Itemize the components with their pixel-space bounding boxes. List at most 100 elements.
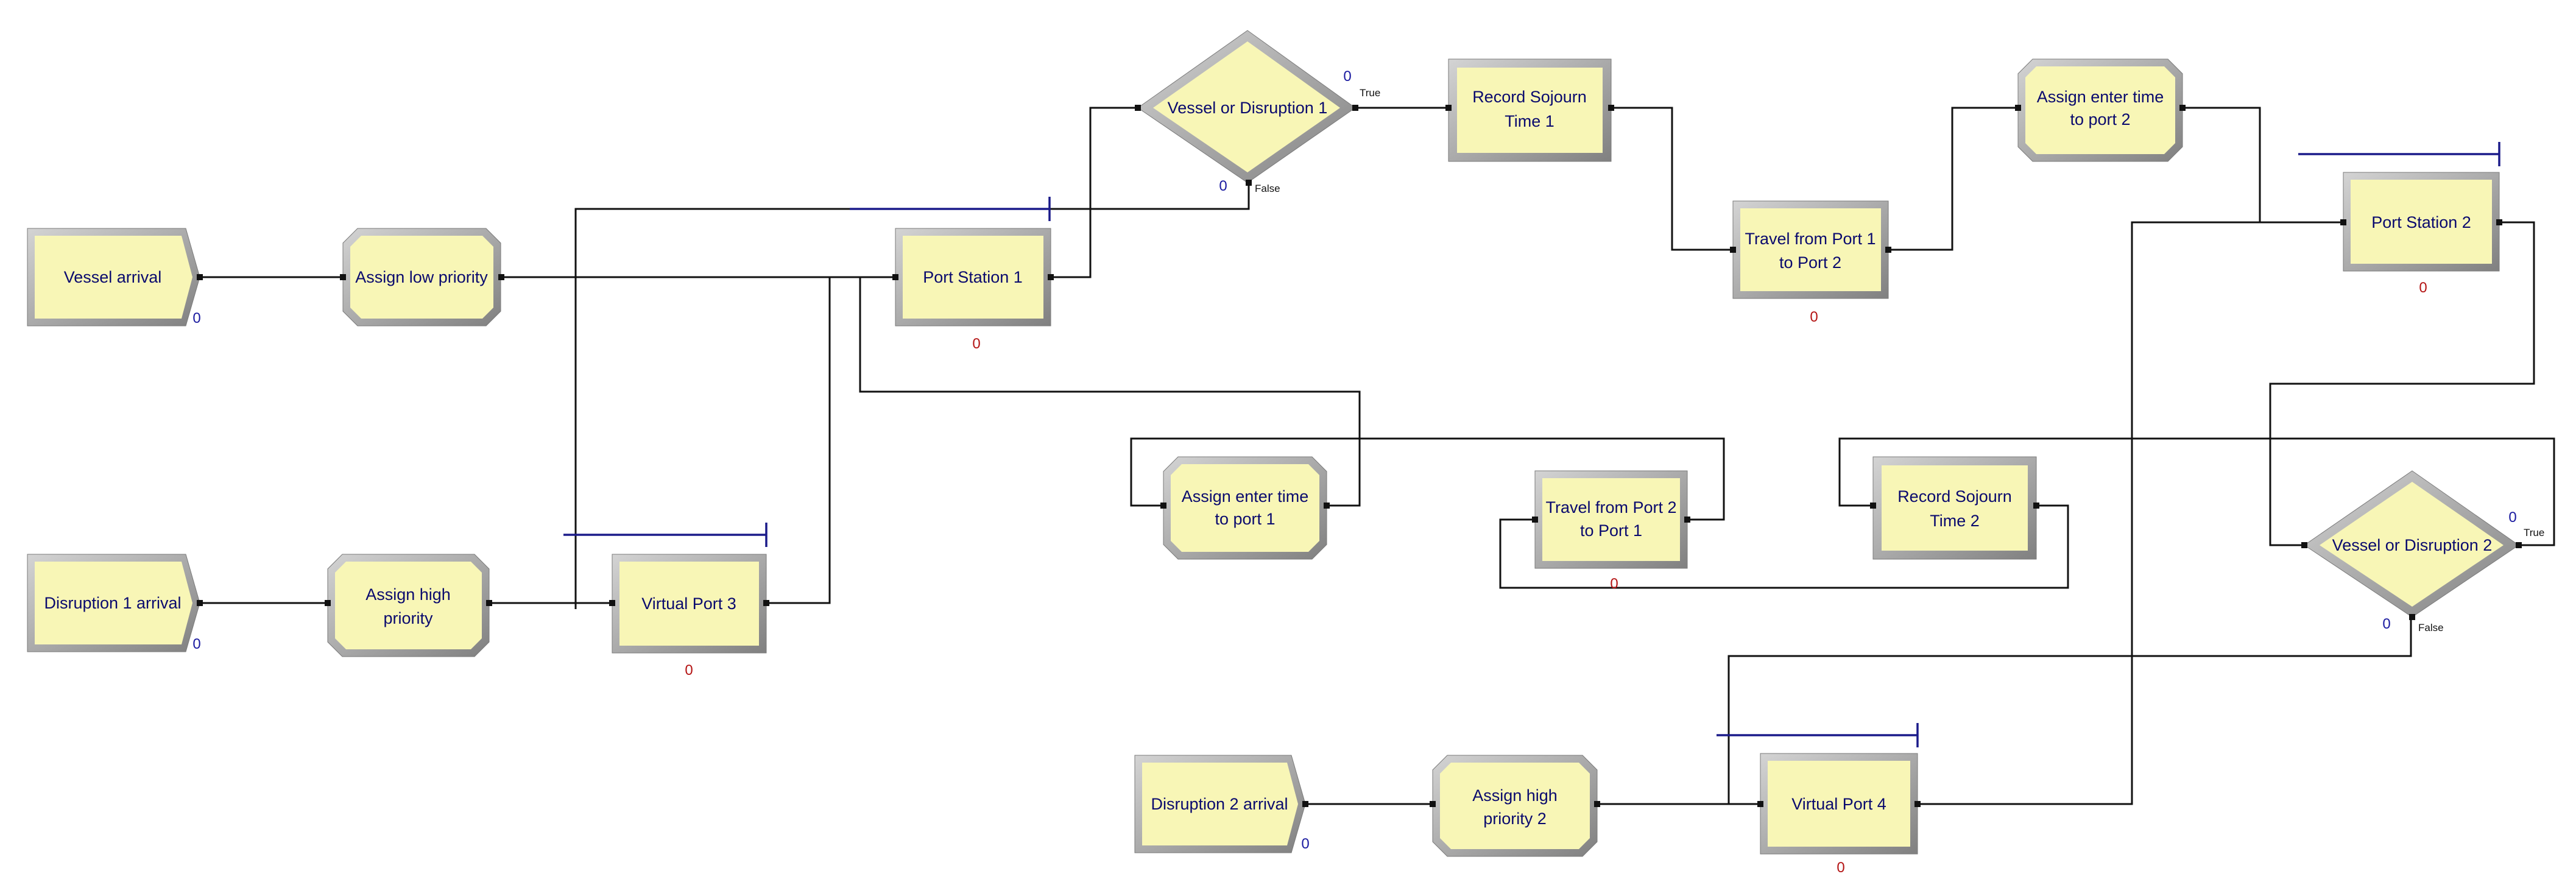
assign-high-priority-label-line2: priority (383, 609, 433, 627)
exit-point[interactable] (2409, 614, 2415, 620)
process-module-virtual-port-3[interactable]: Virtual Port 3 (612, 554, 767, 654)
disruption-1-arrival-label: Disruption 1 arrival (44, 594, 181, 612)
decide-1-false-counter: 0 (1219, 178, 1227, 194)
assign-high-priority-label-line1: Assign high (365, 585, 451, 604)
connector-port-station-1-to-decide-1[interactable] (1051, 107, 1138, 278)
record-sojourn-2-label-line2: Time 2 (1930, 512, 1980, 530)
decide-2-false-label: False (2418, 622, 2444, 633)
exit-point[interactable] (2179, 105, 2186, 111)
virtual-port-3-counter: 0 (685, 662, 693, 679)
vessel-arrival-label: Vessel arrival (64, 268, 162, 286)
process-module-virtual-port-4[interactable]: Virtual Port 4 (1760, 753, 1918, 855)
exit-point[interactable] (1048, 274, 1054, 280)
port-station-2-label: Port Station 2 (2371, 213, 2471, 231)
assign-module-assign-high-priority[interactable]: Assign high priority (327, 554, 490, 657)
entry-point[interactable] (340, 274, 346, 280)
record-module-record-sojourn-time-2[interactable]: Record Sojourn Time 2 (1872, 456, 2037, 560)
assign-enter-1-label-line1: Assign enter time (1182, 487, 1309, 506)
vessel-or-disruption-1-label: Vessel or Disruption 1 (1168, 99, 1328, 117)
connector-travel-1-2-to-assign-enter-2[interactable] (1888, 107, 2018, 251)
exit-point[interactable] (763, 600, 769, 606)
entry-point[interactable] (2015, 105, 2021, 111)
connector-decide-2-false-loop[interactable] (1727, 617, 2412, 804)
entry-point[interactable] (1135, 105, 1141, 111)
port-station-2-counter: 0 (2419, 280, 2427, 296)
process-module-port-station-2[interactable]: Port Station 2 (2343, 172, 2500, 272)
disruption-2-arrival-label: Disruption 2 arrival (1151, 795, 1288, 813)
entry-point[interactable] (1445, 105, 1452, 111)
exit-point[interactable] (1684, 517, 1690, 523)
connector-port-station-2-to-decide-2[interactable] (2269, 221, 2535, 546)
port-station-1-label: Port Station 1 (923, 268, 1023, 286)
exit-point[interactable] (197, 600, 203, 606)
exit-point[interactable] (1352, 105, 1358, 111)
connector-virtual-port-3-loop[interactable] (766, 277, 831, 604)
queue-virtual-port-3[interactable] (563, 523, 768, 547)
connector-travel-2-1-loop[interactable] (1130, 437, 1725, 521)
connector-assign-enter-2-to-port-station-2[interactable] (2183, 107, 2343, 224)
travel-1-2-counter: 0 (1810, 309, 1818, 325)
assign-module-assign-enter-time-port-2[interactable]: Assign enter time to port 2 (2017, 58, 2183, 162)
decide-1-false-label: False (1255, 183, 1280, 194)
virtual-port-3-label: Virtual Port 3 (641, 594, 736, 613)
assign-module-assign-low-priority[interactable]: Assign low priority (342, 228, 501, 326)
connector-assign-enter-1-loop[interactable] (859, 277, 1361, 507)
decide-module-vessel-or-disruption-1[interactable]: Vessel or Disruption 1 (1137, 30, 1356, 183)
queue-virtual-port-4[interactable] (1717, 723, 1919, 747)
assign-module-assign-high-priority-2[interactable]: Assign high priority 2 (1432, 755, 1598, 857)
entry-point[interactable] (325, 600, 331, 606)
exit-point[interactable] (2033, 503, 2039, 509)
create-module-vessel-arrival[interactable]: Vessel arrival (27, 228, 200, 326)
exit-point[interactable] (197, 274, 203, 280)
connector-record-sojourn-2-loop[interactable] (1499, 504, 2069, 589)
exit-point[interactable] (498, 274, 504, 280)
decide-2-true-label: True (2524, 527, 2544, 538)
exit-point[interactable] (1302, 801, 1308, 807)
entry-point[interactable] (892, 274, 898, 280)
connection-points (197, 105, 2522, 807)
exit-point[interactable] (2496, 219, 2502, 225)
entry-point[interactable] (1730, 247, 1736, 253)
entry-point[interactable] (1430, 801, 1436, 807)
virtual-port-4-label: Virtual Port 4 (1791, 795, 1886, 813)
decide-module-vessel-or-disruption-2[interactable]: Vessel or Disruption 2 (2304, 470, 2519, 618)
connector-decide-2-true-loop[interactable] (1838, 437, 2555, 546)
exit-point[interactable] (1608, 105, 1614, 111)
assign-enter-2-label-line2: to port 2 (2070, 110, 2130, 129)
travel-2-1-label-line1: Travel from Port 2 (1545, 498, 1676, 517)
process-module-travel-port1-to-port2[interactable]: Travel from Port 1 to Port 2 (1732, 200, 1889, 299)
entry-point[interactable] (2301, 542, 2307, 548)
record-sojourn-1-label-line1: Record Sojourn (1472, 88, 1587, 106)
decide-2-false-counter: 0 (2382, 616, 2390, 632)
disruption-1-arrival-counter: 0 (192, 636, 200, 652)
record-module-record-sojourn-time-1[interactable]: Record Sojourn Time 1 (1448, 58, 1612, 162)
queue-port-station-2[interactable] (2298, 142, 2500, 166)
record-sojourn-1-label-line2: Time 1 (1505, 112, 1554, 130)
create-module-disruption-1-arrival[interactable]: Disruption 1 arrival (27, 554, 200, 652)
entry-point[interactable] (609, 600, 615, 606)
exit-point[interactable] (486, 600, 492, 606)
process-module-travel-port2-to-port1[interactable]: Travel from Port 2 to Port 1 (1534, 470, 1688, 569)
exit-point[interactable] (1914, 801, 1921, 807)
entry-point[interactable] (2340, 219, 2346, 225)
assign-enter-1-label-line2: to port 1 (1215, 510, 1275, 528)
exit-point[interactable] (1885, 247, 1891, 253)
assign-module-assign-enter-time-port-1[interactable]: Assign enter time to port 1 (1163, 456, 1327, 560)
entry-point[interactable] (1757, 801, 1763, 807)
connector-virtual-port-4-loop[interactable] (1918, 221, 2343, 805)
queue-port-station-1[interactable] (850, 197, 1051, 221)
entry-point[interactable] (1532, 517, 1538, 523)
exit-point[interactable] (1246, 180, 1252, 186)
connector-record-sojourn-1-to-travel-1-2[interactable] (1611, 107, 1733, 251)
process-module-port-station-1[interactable]: Port Station 1 (895, 228, 1051, 326)
entry-point[interactable] (1160, 503, 1166, 509)
exit-point[interactable] (1594, 801, 1600, 807)
entry-point[interactable] (1870, 503, 1876, 509)
exit-point[interactable] (2516, 542, 2522, 548)
virtual-port-4-counter: 0 (1837, 859, 1844, 876)
decide-1-true-label: True (1360, 87, 1380, 99)
travel-1-2-label-line2: to Port 2 (1779, 253, 1841, 272)
exit-point[interactable] (1324, 503, 1330, 509)
create-module-disruption-2-arrival[interactable]: Disruption 2 arrival (1134, 755, 1306, 853)
